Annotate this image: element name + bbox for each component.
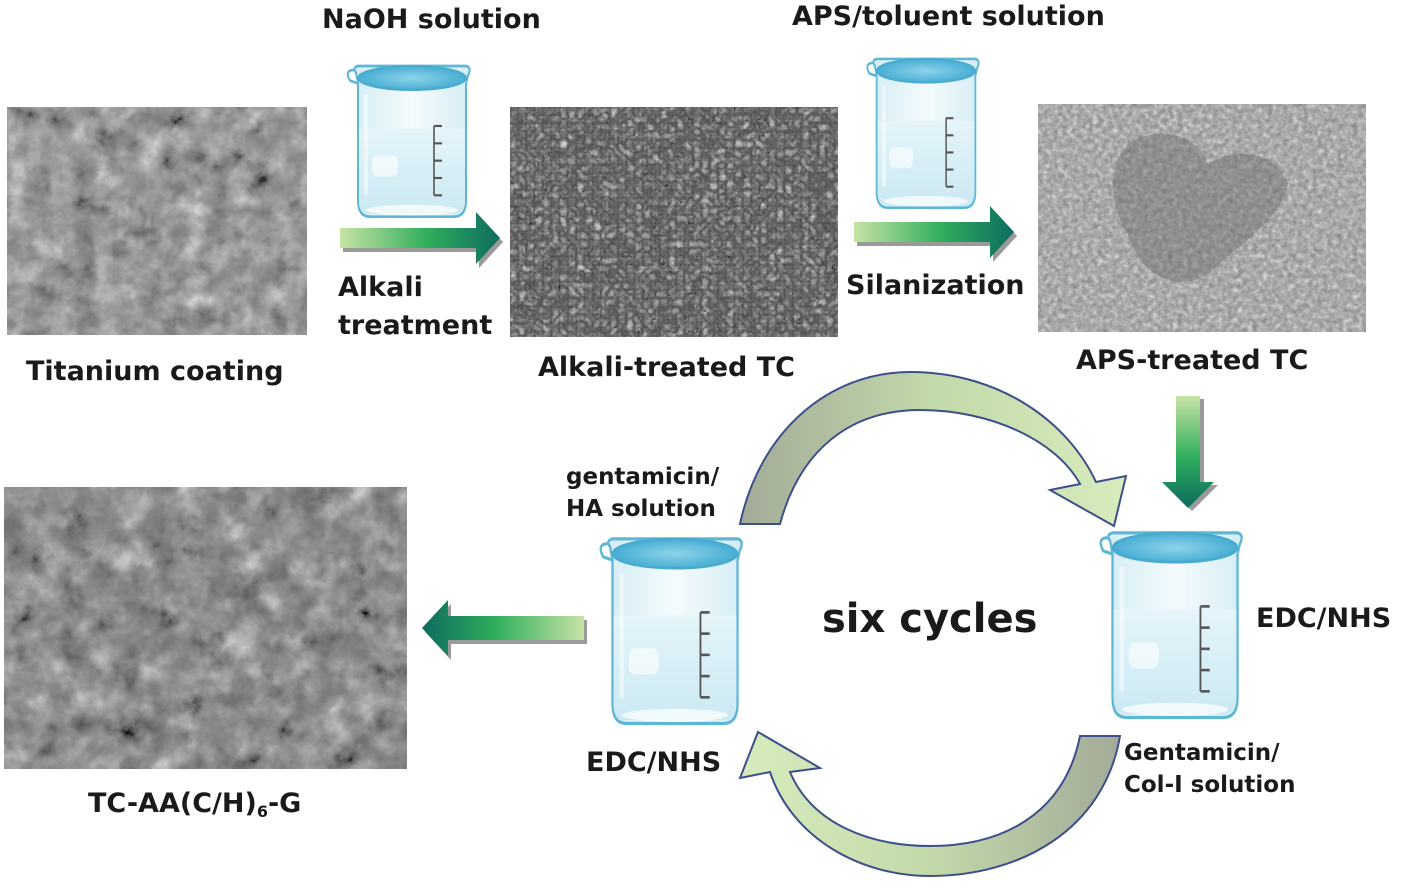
alkali-treatment-label-line1: Alkali	[338, 272, 423, 303]
sem-image-aps-treated	[1038, 104, 1366, 332]
final-product-subscript: 6	[256, 802, 268, 821]
gentamicin-col-label-line2: Col-I solution	[1124, 772, 1296, 798]
edc-nhs-left-label: EDC/NHS	[586, 747, 722, 778]
six-cycles-label: six cycles	[822, 596, 1038, 642]
arrow-down-icon	[1162, 396, 1218, 511]
silanization-label: Silanization	[846, 270, 1025, 301]
curved-arrow-icon	[738, 370, 1128, 528]
gentamicin-ha-label-line2: HA solution	[566, 496, 716, 522]
final-product-tail-text: -G	[267, 788, 302, 819]
final-product-caption: TC-AA(C/H)6-G	[88, 788, 301, 821]
beaker-icon	[1094, 528, 1256, 724]
final-product-main-text: TC-AA(C/H)	[88, 788, 257, 819]
gentamicin-ha-label-line1: gentamicin/	[566, 464, 720, 490]
alkali-treated-tc-caption: Alkali-treated TC	[538, 352, 795, 383]
sem-image-alkali-treated	[510, 107, 838, 337]
sem-image-titanium-coating	[7, 107, 307, 335]
alkali-treatment-label-line2: treatment	[338, 310, 493, 341]
sem-image-final-product	[4, 487, 407, 769]
arrow-left-icon	[422, 600, 587, 660]
titanium-coating-caption: Titanium coating	[26, 356, 284, 387]
aps-treated-tc-caption: APS-treated TC	[1076, 345, 1309, 376]
aps-toluent-solution-label: APS/toluent solution	[792, 1, 1105, 32]
naoh-solution-label: NaOH solution	[322, 4, 541, 35]
beaker-icon	[862, 55, 990, 213]
beaker-icon	[342, 62, 482, 222]
arrow-right-icon	[854, 206, 1017, 262]
gentamicin-col-label-line1: Gentamicin/	[1124, 740, 1280, 766]
arrow-right-icon	[340, 212, 503, 268]
edc-nhs-right-label: EDC/NHS	[1256, 603, 1392, 634]
curved-arrow-icon	[738, 730, 1122, 878]
beaker-icon	[594, 534, 756, 730]
